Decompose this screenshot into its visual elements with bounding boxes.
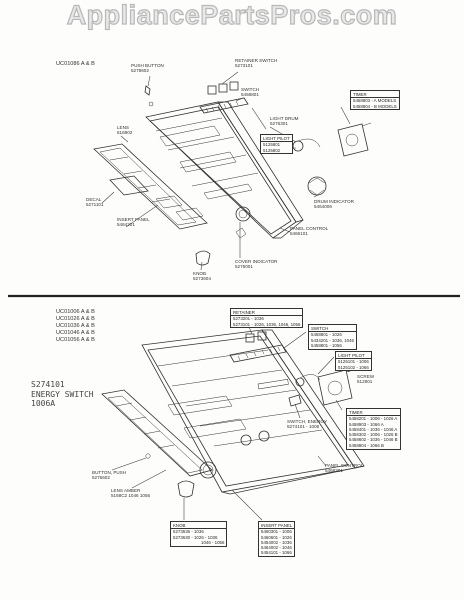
top-lens-strip	[93, 143, 208, 230]
label-panel-control-top: PANEL CONTROL 5466101	[290, 226, 329, 237]
top-drum-indicator	[307, 176, 327, 196]
label-insert-panel: INSERT PANEL 5464201	[117, 217, 150, 228]
top-light-pilot-box: LIGHT PILOT 5125801 5125802	[260, 134, 293, 155]
top-knob	[195, 250, 211, 266]
bottom-light-pilot-box: LIGHT PILOT 5125101 - 1006 5125102 - 106…	[335, 351, 372, 372]
bottom-knob	[177, 480, 195, 498]
bottom-insert-panel-box: INSERT PANEL 5460301 - 1006 5460601 - 10…	[258, 521, 296, 558]
label-lens-amber: LENS AMBER 5168C2 1046 1056	[111, 488, 151, 499]
label-push-button: PUSH BUTTON 5278602	[131, 63, 164, 74]
top-exploded-view	[93, 71, 372, 271]
label-panel-control-bottom: PANEL CONTROL 5468301	[325, 463, 364, 474]
bottom-lens-strip	[101, 389, 213, 477]
top-timer	[337, 123, 369, 157]
bottom-model-numbers: UC01006 A & B UC01026 A & B UC01036 A & …	[56, 309, 95, 343]
bottom-retainer-box: RETAINER 5273201 - 1036 5273101 - 1026, …	[230, 308, 304, 329]
watermark: AppliancePartsPros.com	[66, 0, 398, 31]
top-switch-bank	[199, 97, 249, 114]
label-retainer-switch: RETAINER SWITCH 5273101	[235, 58, 278, 69]
label-button-push: BUTTON, PUSH 5276602	[92, 470, 127, 481]
label-light-drum: LIGHT DRUM 5276301	[270, 116, 299, 127]
label-decal: DECAL 5271101	[86, 197, 104, 208]
top-timer-box: TIMER 5458803 - A MODELS 5458804 - B MOD…	[350, 90, 400, 111]
bottom-timer	[317, 369, 353, 406]
bottom-timer-box: TIMER 5458201 - 1006 - 1026 A 5458903 - …	[346, 408, 401, 450]
label-drum-indicator: DRUM INDICATOR 5464006	[314, 199, 354, 210]
label-lens: LENS 516802	[117, 125, 133, 136]
label-knob-top: KNOB 5273604	[193, 271, 211, 282]
top-model-numbers: UC01086 A & B	[56, 61, 95, 67]
label-switch: SWITCH 5458801	[241, 87, 260, 98]
bottom-control-panel	[141, 329, 356, 493]
label-switch-energy: SWITCH, ENERGY 5274101 - 1006	[287, 419, 328, 430]
bottom-exploded-view	[101, 321, 365, 521]
label-cover-indicator: COVER INDICATOR 5276001	[235, 259, 278, 270]
bottom-knob-box: KNOB 5273636 - 1036 5273630 - 1026 - 103…	[170, 521, 228, 547]
energy-switch-note: S274101 ENERGY SWITCH 1006A	[31, 380, 94, 408]
bottom-switch-bank	[229, 344, 287, 363]
label-screw: SCREW 512801	[357, 374, 375, 385]
bottom-switch-box: SWITCH 5458801 - 1026 5434201 - 1036, 10…	[308, 324, 357, 350]
